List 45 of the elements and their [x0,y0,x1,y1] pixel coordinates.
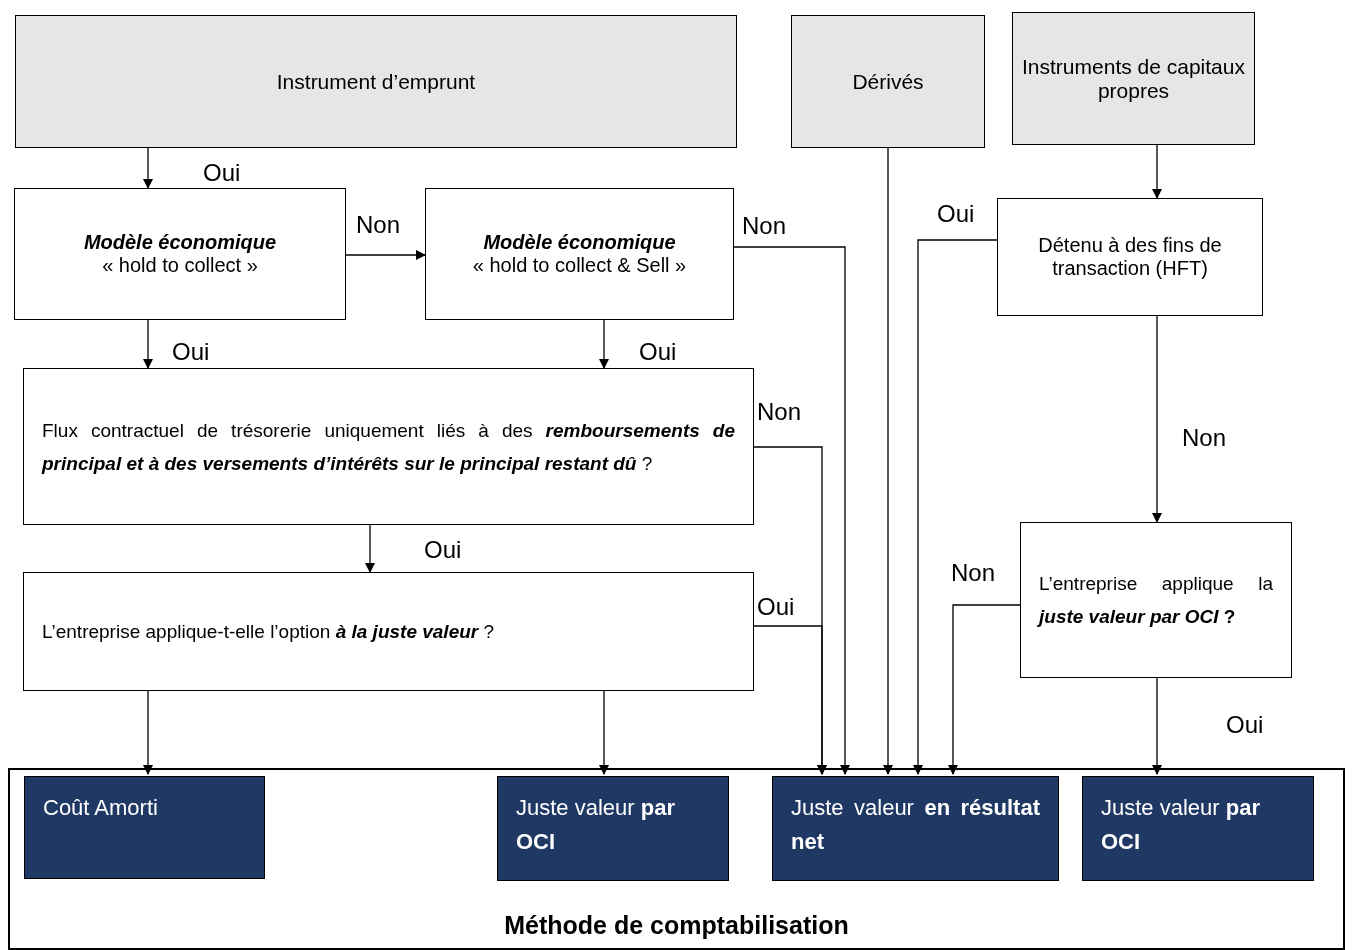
box-text: Flux contractuel de trésorerie uniquement liés à des remboursements de principal et à des versements d’intérêts sur le principal restant dû ? [42,418,735,476]
box-text: Détenu à des fins de transaction (HFT) [1037,234,1223,280]
arrow [599,319,609,369]
arrow [143,147,153,189]
result-box [1082,776,1314,881]
arrow [753,625,827,775]
result-box [24,776,265,879]
category-box [791,15,985,148]
box-text: Juste valeur par OCI [516,794,676,856]
panel-title: Méthode de comptabilisation [504,911,849,940]
decision-box [14,188,346,320]
arrow [599,690,609,775]
box-text: Instrument d’emprunt [276,69,476,94]
arrow [1152,144,1162,199]
heading-text: Modèle économique [83,231,277,254]
arrow [1152,315,1162,523]
box-text: Juste valeur en résultat net [791,794,1040,856]
box-text: L’entreprise applique la juste valeur par OCI ? [1039,572,1273,629]
arrow [883,147,893,775]
decision-box [997,198,1263,316]
box-text: « hold to collect » [102,254,258,277]
category-box [1012,12,1255,145]
arrow [948,604,1021,775]
box-text: L’entreprise applique-t-elle l’option à la juste valeur ? [42,620,496,644]
box-text: Juste valeur par OCI [1101,794,1261,856]
box-text: Coût Amorti [43,794,159,822]
arrow [733,246,850,775]
box-text: Dérivés [852,69,924,94]
question-box [23,368,754,525]
question-box [1020,522,1292,678]
arrow [143,690,153,775]
arrow [345,250,426,260]
question-box [23,572,754,691]
heading-text: Modèle économique [483,231,676,254]
arrow [143,319,153,369]
arrow [913,239,998,775]
arrow [1152,677,1162,775]
box-text: « hold to collect & Sell » [472,254,687,277]
result-box [772,776,1059,881]
decision-box [425,188,734,320]
result-panel [8,768,1345,950]
box-text: Instruments de capitaux propres [1021,54,1246,103]
result-box [497,776,729,881]
arrow [365,524,375,573]
category-box [15,15,737,148]
